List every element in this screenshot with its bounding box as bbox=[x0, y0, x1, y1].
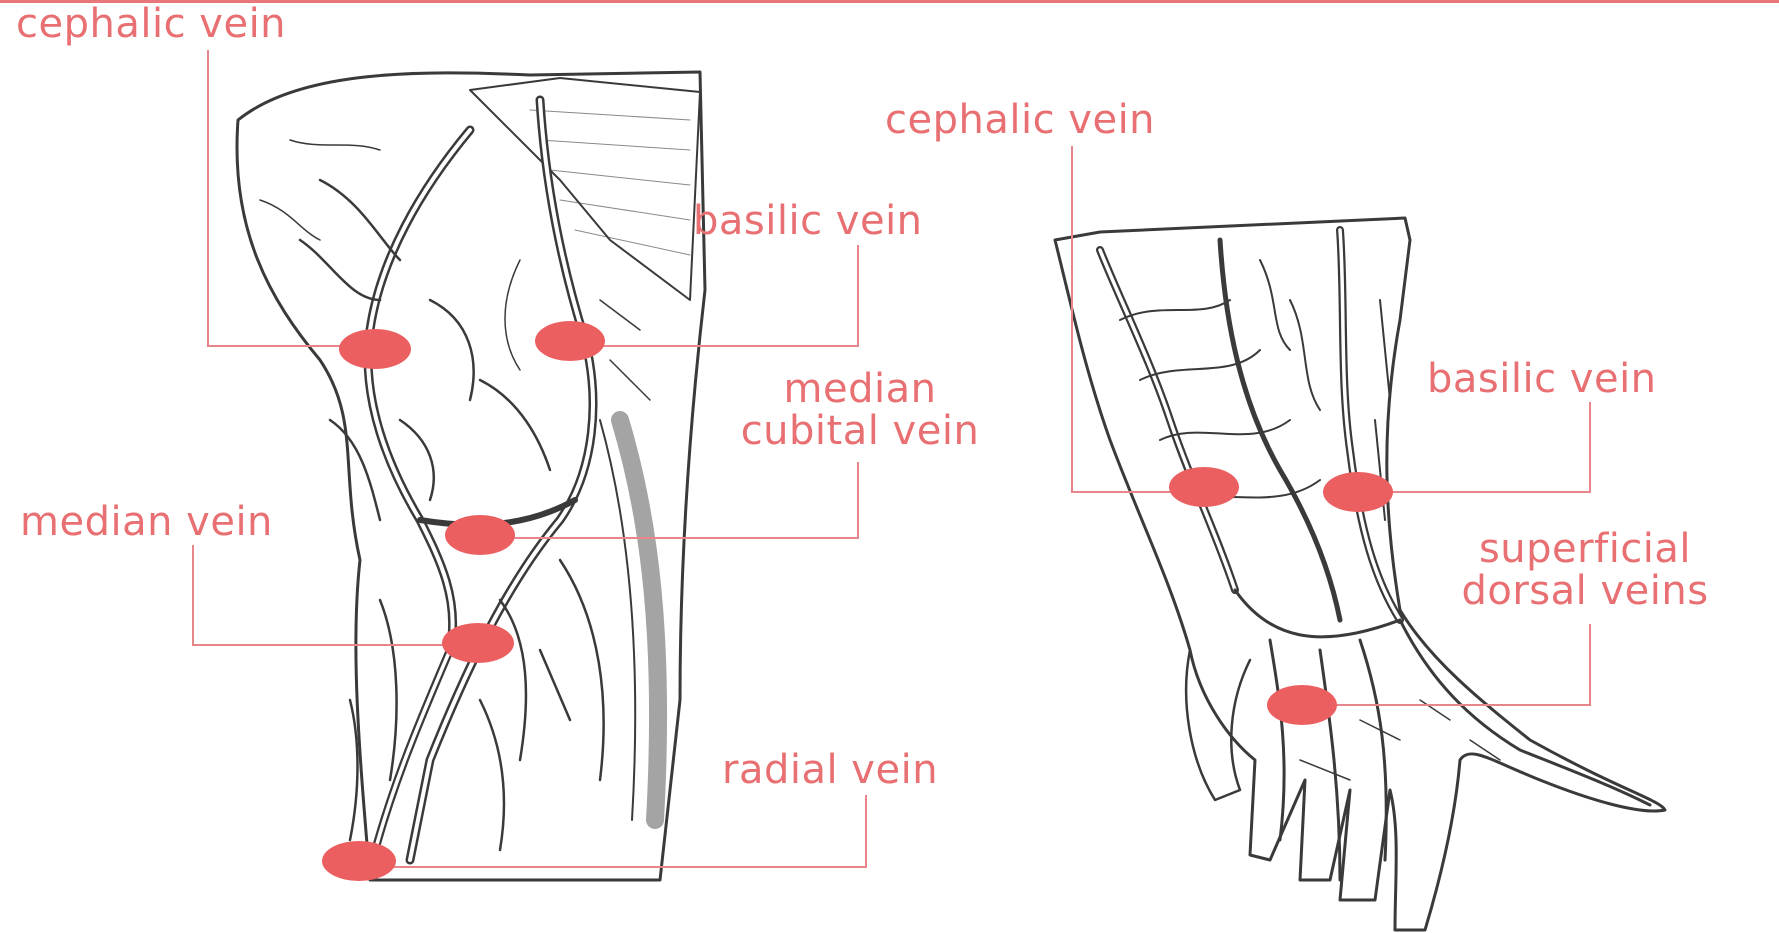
callout-lines bbox=[193, 50, 1590, 867]
label-hand-cephalic-vein: cephalic vein bbox=[885, 99, 1155, 141]
label-arm-radial-vein: radial vein bbox=[722, 749, 938, 791]
marker-arm-median bbox=[442, 623, 514, 663]
label-arm-cephalic-vein: cephalic vein bbox=[16, 3, 286, 45]
leader-arm-cephalic bbox=[208, 50, 375, 346]
label-arm-median-cubital-line2: cubital vein bbox=[693, 410, 1027, 452]
marker-hand-cephalic bbox=[1169, 467, 1239, 507]
marker-arm-cephalic bbox=[339, 329, 411, 369]
label-arm-basilic-vein: basilic vein bbox=[693, 200, 923, 242]
marker-arm-radial bbox=[322, 841, 396, 881]
label-hand-basilic-vein: basilic vein bbox=[1427, 358, 1657, 400]
leader-arm-basilic bbox=[570, 245, 858, 346]
label-arm-median-cubital-line1: median bbox=[693, 368, 1027, 410]
marker-hand-dorsal bbox=[1267, 685, 1337, 725]
label-hand-dorsal-line1: superficial bbox=[1420, 528, 1750, 570]
leader-hand-basilic bbox=[1358, 402, 1590, 492]
marker-arm-median-cubital bbox=[445, 515, 515, 555]
label-hand-dorsal-line2: dorsal veins bbox=[1420, 570, 1750, 612]
marker-hand-basilic bbox=[1323, 472, 1393, 512]
leader-arm-median-cubital bbox=[480, 462, 858, 538]
marker-arm-basilic bbox=[535, 321, 605, 361]
label-arm-median-vein: median vein bbox=[20, 501, 273, 543]
arm-illustration bbox=[237, 72, 705, 880]
